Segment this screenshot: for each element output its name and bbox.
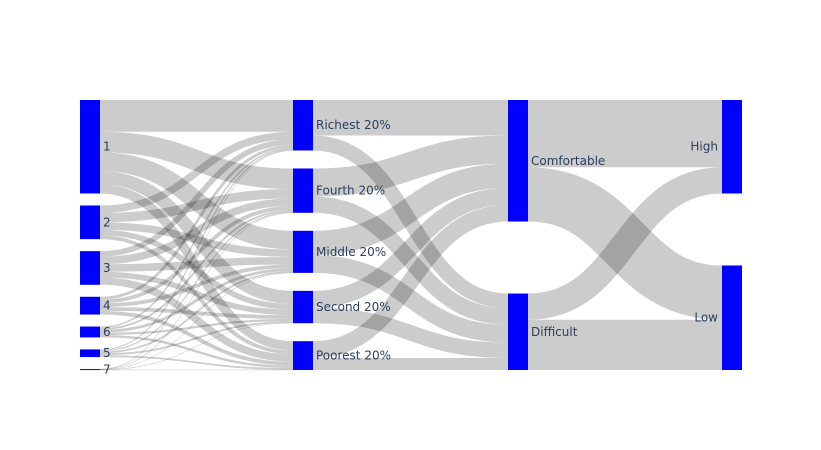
- link-fourth-20pct-to-comfortable[interactable]: [312, 135, 509, 197]
- node-5[interactable]: [80, 349, 100, 358]
- link-7-to-fourth-20pct[interactable]: [99, 212, 294, 370]
- node-2[interactable]: [80, 205, 100, 240]
- link-2-to-richest-20pct[interactable]: [99, 131, 294, 213]
- node-label-second-20pct: Second 20%: [316, 300, 391, 314]
- node-7[interactable]: [80, 369, 100, 371]
- node-label-6: 6: [103, 325, 111, 339]
- node-difficult[interactable]: [508, 293, 528, 370]
- node-label-difficult: Difficult: [531, 325, 578, 339]
- link-5-to-middle-20pct[interactable]: [99, 270, 294, 354]
- link-1-to-middle-20pct[interactable]: [99, 152, 294, 250]
- link-second-20pct-to-comfortable[interactable]: [312, 187, 509, 308]
- link-6-to-poorest-20pct[interactable]: [99, 334, 294, 368]
- link-3-to-poorest-20pct[interactable]: [99, 277, 294, 362]
- link-2-to-poorest-20pct[interactable]: [99, 235, 294, 355]
- link-4-to-second-20pct[interactable]: [99, 307, 294, 319]
- sankey-labels: 1 2 3 4 5 6 7 Richest 20% Fourth 20% Middle 20% Se…: [103, 118, 718, 376]
- link-1-to-poorest-20pct[interactable]: [99, 184, 294, 351]
- link-richest-20pct-to-difficult[interactable]: [312, 135, 509, 309]
- node-high[interactable]: [722, 100, 742, 194]
- link-fourth-20pct-to-difficult[interactable]: [312, 196, 509, 325]
- node-label-7: 7: [103, 363, 111, 377]
- node-6[interactable]: [80, 326, 100, 338]
- link-3-to-middle-20pct[interactable]: [99, 256, 294, 272]
- node-low[interactable]: [722, 265, 742, 370]
- link-7-to-middle-20pct[interactable]: [99, 272, 294, 370]
- node-label-2: 2: [103, 215, 111, 229]
- link-4-to-fourth-20pct[interactable]: [99, 205, 294, 304]
- link-2-to-middle-20pct[interactable]: [99, 222, 294, 257]
- node-label-low: Low: [694, 311, 718, 325]
- link-middle-20pct-to-difficult[interactable]: [312, 255, 509, 343]
- link-7-to-second-20pct[interactable]: [99, 322, 294, 371]
- link-4-to-poorest-20pct[interactable]: [99, 310, 294, 366]
- node-4[interactable]: [80, 296, 100, 315]
- link-second-20pct-to-difficult[interactable]: [312, 307, 509, 359]
- link-2-to-fourth-20pct[interactable]: [99, 189, 294, 223]
- link-poorest-20pct-to-comfortable[interactable]: [312, 204, 509, 359]
- link-7-to-richest-20pct[interactable]: [99, 150, 294, 370]
- node-label-fourth-20pct: Fourth 20%: [316, 184, 385, 198]
- node-label-middle-20pct: Middle 20%: [316, 245, 386, 259]
- sankey-nodes: [80, 100, 742, 371]
- node-label-1: 1: [103, 140, 111, 154]
- node-poorest-20pct[interactable]: [293, 341, 313, 370]
- node-label-poorest-20pct: Poorest 20%: [316, 349, 391, 363]
- node-label-4: 4: [103, 299, 111, 313]
- node-label-5: 5: [103, 346, 111, 360]
- link-3-to-richest-20pct[interactable]: [99, 139, 294, 257]
- link-5-to-poorest-20pct[interactable]: [99, 355, 294, 370]
- node-3[interactable]: [80, 251, 100, 285]
- link-2-to-second-20pct[interactable]: [99, 229, 294, 310]
- node-1[interactable]: [80, 100, 100, 194]
- link-difficult-to-high[interactable]: [527, 167, 723, 320]
- link-4-to-middle-20pct[interactable]: [99, 264, 294, 308]
- node-second-20pct[interactable]: [293, 290, 313, 324]
- link-middle-20pct-to-comfortable[interactable]: [312, 163, 509, 256]
- node-fourth-20pct[interactable]: [293, 168, 313, 213]
- node-richest-20pct[interactable]: [293, 100, 313, 151]
- link-5-to-fourth-20pct[interactable]: [99, 211, 294, 352]
- node-label-high: High: [690, 140, 718, 154]
- link-6-to-second-20pct[interactable]: [99, 318, 294, 335]
- link-comfortable-to-low[interactable]: [526, 167, 724, 320]
- link-1-to-second-20pct[interactable]: [99, 171, 294, 304]
- node-label-richest-20pct: Richest 20%: [316, 118, 391, 132]
- link-1-to-fourth-20pct[interactable]: [99, 131, 294, 190]
- node-middle-20pct[interactable]: [293, 230, 313, 273]
- node-label-comfortable: Comfortable: [531, 154, 605, 168]
- link-4-to-richest-20pct[interactable]: [99, 144, 294, 300]
- node-comfortable[interactable]: [508, 100, 528, 222]
- link-6-to-richest-20pct[interactable]: [99, 147, 294, 329]
- sankey-links: [99, 99, 724, 371]
- link-5-to-richest-20pct[interactable]: [99, 149, 294, 351]
- link-5-to-second-20pct[interactable]: [99, 321, 294, 356]
- link-6-to-fourth-20pct[interactable]: [99, 209, 294, 330]
- node-label-3: 3: [103, 261, 111, 275]
- link-6-to-middle-20pct[interactable]: [99, 268, 294, 333]
- link-3-to-second-20pct[interactable]: [99, 271, 294, 316]
- link-3-to-fourth-20pct[interactable]: [99, 198, 294, 265]
